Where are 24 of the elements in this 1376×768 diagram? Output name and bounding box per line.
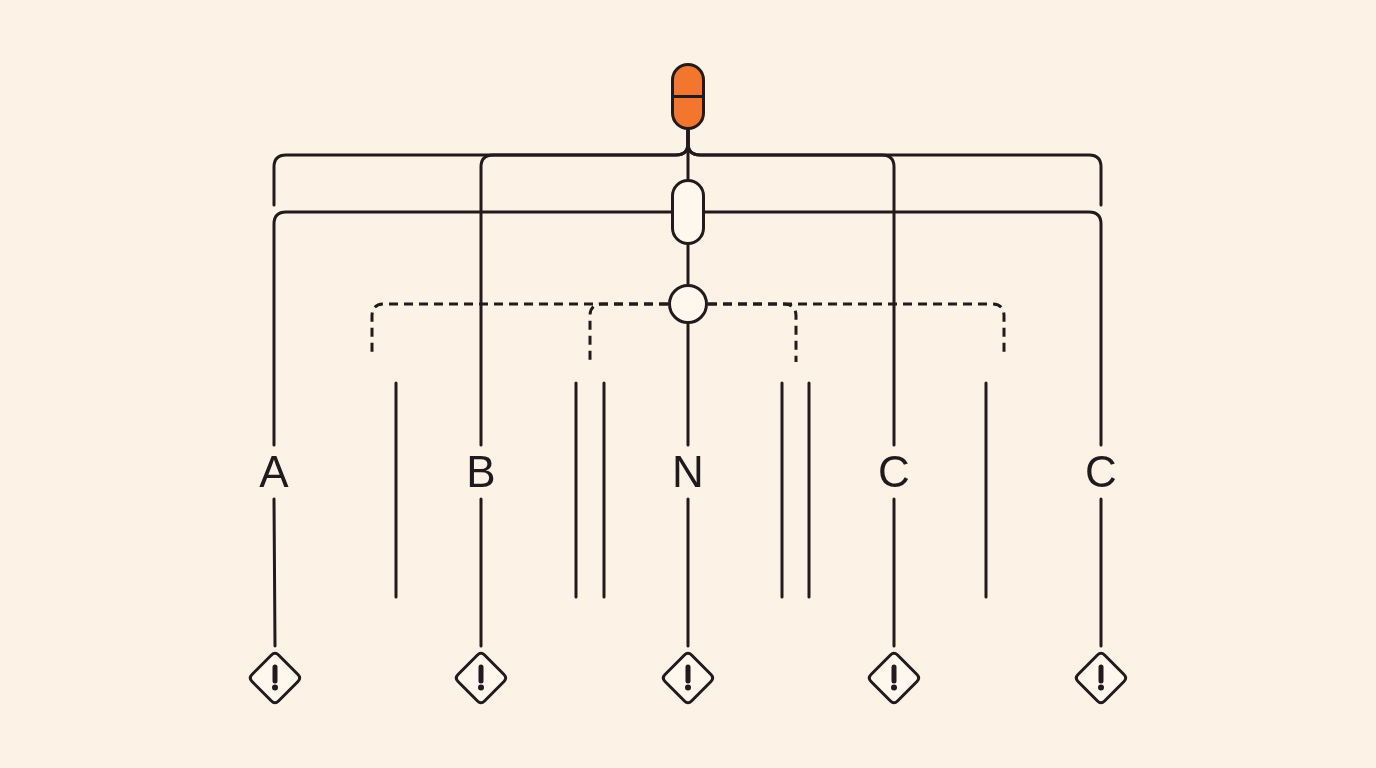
- warning-icon: [1073, 650, 1129, 706]
- dashed-connector: [588, 302, 668, 362]
- connector-line: [686, 128, 1103, 207]
- letter-label: N: [672, 450, 704, 494]
- connector-line: [272, 497, 277, 648]
- connector-line: [1099, 497, 1103, 648]
- connector-line: [686, 322, 690, 447]
- letter-label: C: [1085, 450, 1117, 494]
- letter-label: B: [466, 450, 496, 494]
- warning-icon: [866, 650, 922, 706]
- circle-node: [668, 284, 708, 324]
- connector-line: [892, 497, 896, 648]
- connector-line: [686, 497, 690, 648]
- warning-icon: [453, 650, 509, 706]
- letter-label: A: [259, 450, 289, 494]
- warning-icon: [660, 650, 716, 706]
- connector-line: [479, 497, 483, 648]
- warning-icon: [247, 650, 303, 706]
- connector-line: [686, 243, 690, 286]
- connector-line: [703, 210, 1103, 447]
- capsule-node: [671, 179, 705, 245]
- letter-label: C: [878, 450, 910, 494]
- capsule-node: [671, 63, 705, 130]
- connector-line: [272, 210, 673, 447]
